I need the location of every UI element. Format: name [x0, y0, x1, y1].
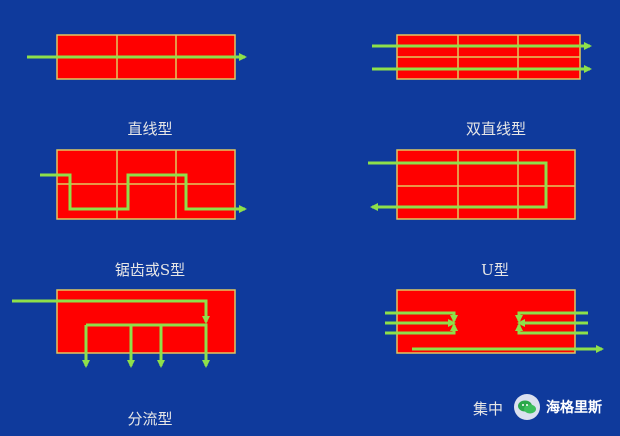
wechat-icon — [514, 394, 540, 420]
caption-straight: 直线型 — [127, 120, 173, 138]
caption-double-straight: 双直线型 — [465, 120, 527, 138]
watermark-text: 海格里斯 — [546, 400, 602, 416]
caption-split-flow: 分流型 — [127, 410, 173, 428]
diagram-double-straight — [372, 34, 592, 80]
flow-arrow — [40, 173, 247, 213]
diagram-straight — [27, 34, 247, 80]
caption-u-type: U型 — [481, 261, 509, 279]
watermark: 海格里斯 — [514, 394, 602, 420]
diagram-split-flow — [12, 289, 236, 368]
flow-arrow — [368, 161, 548, 211]
caption-concentrated: 集中 — [472, 400, 504, 418]
flow-arrow — [12, 299, 210, 324]
diagram-sawtooth-s — [40, 149, 247, 220]
diagram-u-type — [368, 149, 576, 220]
diagram-concentrated — [385, 289, 604, 354]
caption-sawtooth-s: 锯齿或S型 — [114, 261, 186, 279]
